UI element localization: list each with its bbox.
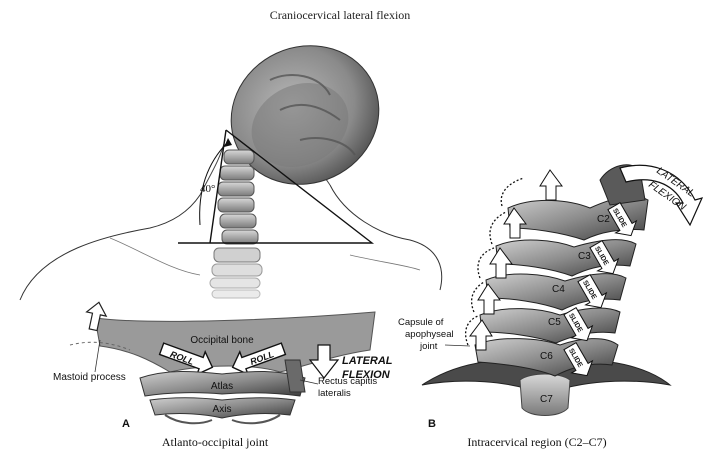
figure-title: Craniocervical lateral flexion [270,8,411,22]
rectus-capitis-label-line2: lateralis [318,388,351,399]
rectus-capitis-muscle [284,359,306,393]
atlas-label: Atlas [211,381,233,392]
lateral-flexion-curved-arrow-icon [619,164,704,227]
capsule-label-line2: apophyseal [405,329,454,340]
panel-a-letter: A [122,418,130,430]
axis-spinous-wings [164,414,281,425]
axis-label: Axis [213,404,232,415]
mastoid-up-arrow-icon [85,301,108,332]
skull-inner-shading [251,83,349,167]
flexion-angle-triangle [178,129,375,244]
c7-body [519,373,571,416]
up-arrow-2-icon [477,283,501,315]
panel-a: Occipital bone Mastoid process ROLL ROLL… [53,301,393,449]
vertebra-labels: C2 C3 C4 C5 C6 C7 [540,214,610,405]
vertebra-label-c5: C5 [548,317,561,328]
vertebra-c6 [474,338,619,377]
mastoid-process-label: Mastoid process [53,372,126,383]
panel-b-letter: B [428,418,436,430]
panel-b: C2 C3 C4 C5 C6 C7 SLIDE SLIDE [398,164,704,449]
vertebra-label-c7: C7 [540,394,553,405]
occipital-bone-label: Occipital bone [190,335,254,346]
vertebra-label-c4: C4 [552,284,565,295]
vertebra-label-c6: C6 [540,351,553,362]
rectus-capitis-label-line1: Rectus capitis [318,376,377,387]
occipital-dashed-outline [69,341,131,351]
capsule-label-line3: joint [419,341,438,352]
up-arrow-1-icon [469,319,493,351]
inner-shoulder-line [109,237,421,276]
cervical-spine [209,149,263,299]
capsule-leader-line [444,344,471,347]
vertebra-label-c2: C2 [597,214,610,225]
axis-vertebra [149,397,296,419]
head-neck-illustration: 40° [19,45,443,301]
panel-a-caption: Atlanto-occipital joint [162,435,269,449]
vertebra-c3 [495,239,637,277]
angle-arc [199,141,229,226]
lateral-flexion-down-arrow-icon [308,344,340,379]
angle-arc-arrowhead [224,138,232,147]
vertebra-c5 [479,307,621,344]
rectus-leader-line [299,379,319,385]
lateral-flexion-a-line1: LATERAL [342,355,393,367]
up-arrows [469,169,563,351]
panel-b-caption: Intracervical region (C2–C7) [467,435,606,449]
shoulders-outline [19,184,443,301]
up-arrow-4-icon [503,207,527,239]
mastoid-leader-line [94,339,101,373]
angle-label: 40° [200,183,215,195]
brain-folds [269,74,356,156]
atlas-vertebra [139,371,306,397]
vertebra-label-c3: C3 [578,251,591,262]
lateral-flexion-a-line2: FLEXION [342,369,391,381]
up-arrow-3-icon [489,247,513,279]
up-arrow-5-icon [539,169,563,201]
capsule-label-line1: Capsule of [398,317,444,328]
facet-joint-arcs [464,177,525,346]
